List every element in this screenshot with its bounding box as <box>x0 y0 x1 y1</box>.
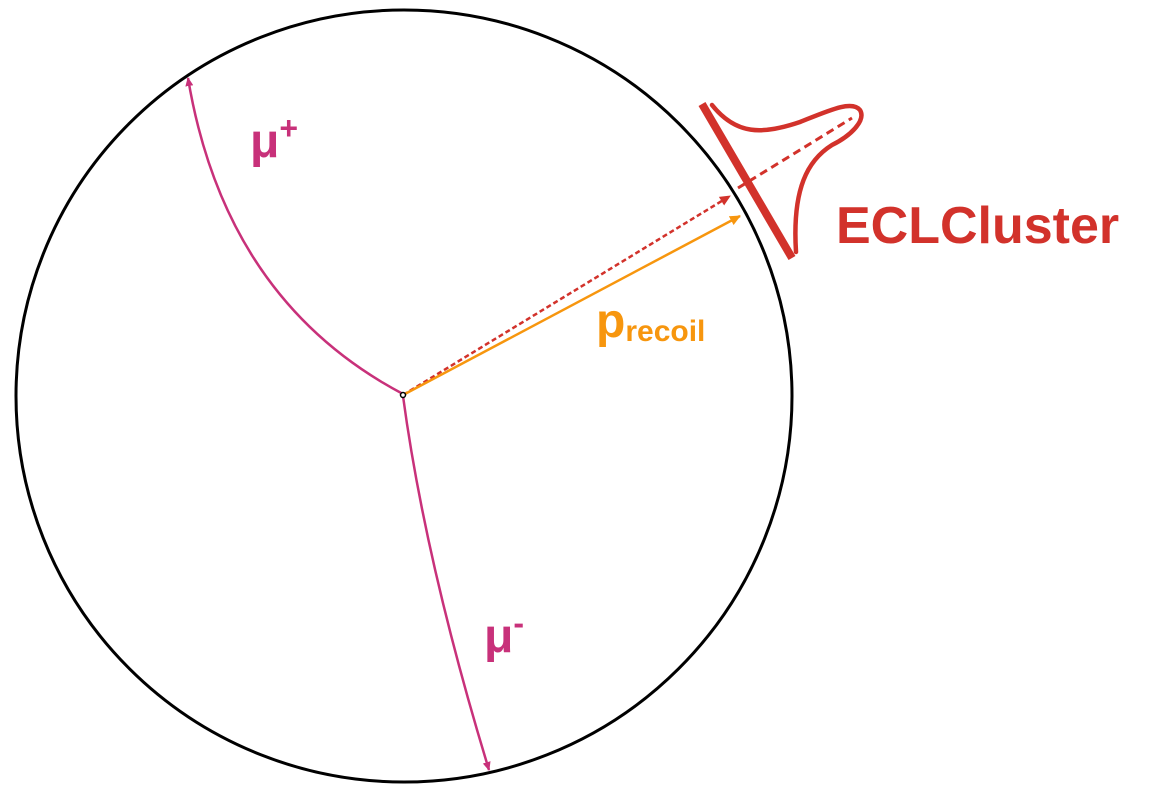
cluster-direction-line <box>402 194 731 397</box>
muon-plus-label: μ+ <box>250 110 298 168</box>
ecl-cluster-label: ECLCluster <box>836 197 1119 255</box>
recoil-momentum-arrow <box>402 214 741 397</box>
recoil-label: precoil <box>596 295 705 348</box>
energy-deposit-shape <box>709 102 864 255</box>
interaction-point <box>399 391 407 399</box>
detector-boundary <box>14 8 794 784</box>
muon-minus-track <box>401 395 491 771</box>
cluster-axis-extension <box>737 116 853 190</box>
muon-minus-label: μ- <box>484 605 524 663</box>
muon-plus-track <box>185 77 404 396</box>
ecl-cluster-bar <box>698 101 796 261</box>
